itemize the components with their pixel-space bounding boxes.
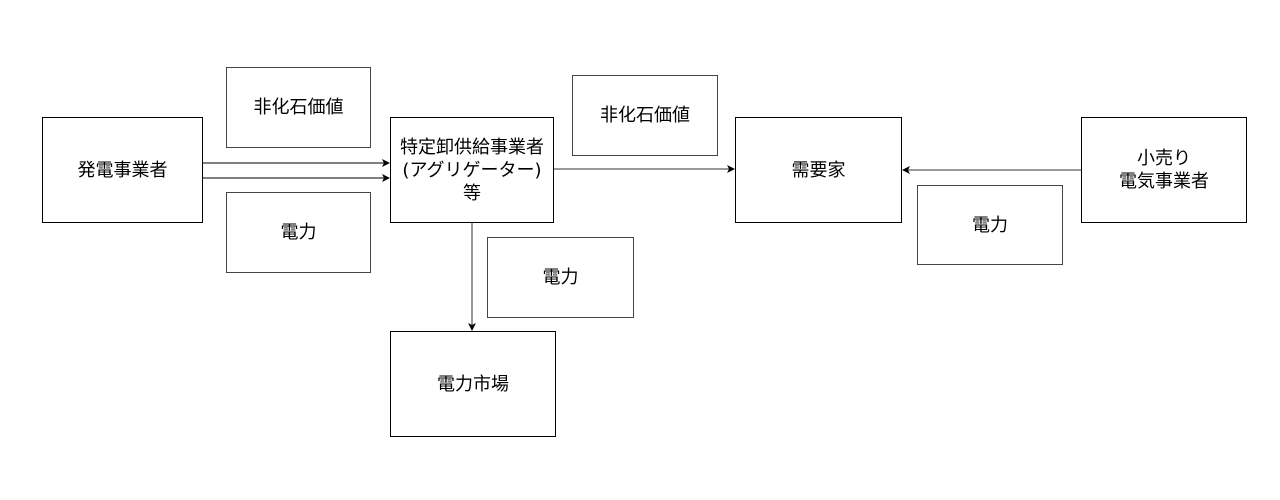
label-gen-nonfossil: 非化石価値 <box>226 67 371 148</box>
node-generator: 発電事業者 <box>42 117 203 223</box>
label-retail-power: 電力 <box>917 185 1063 265</box>
label-gen-power: 電力 <box>226 192 371 273</box>
label-agg-power-market: 電力 <box>487 237 634 318</box>
node-aggregator: 特定卸供給事業者 (アグリゲーター) 等 <box>390 117 554 223</box>
node-consumer: 需要家 <box>735 117 902 223</box>
node-market: 電力市場 <box>390 331 556 437</box>
node-retailer: 小売り 電気事業者 <box>1081 117 1247 223</box>
label-agg-nonfossil: 非化石価値 <box>572 75 718 156</box>
